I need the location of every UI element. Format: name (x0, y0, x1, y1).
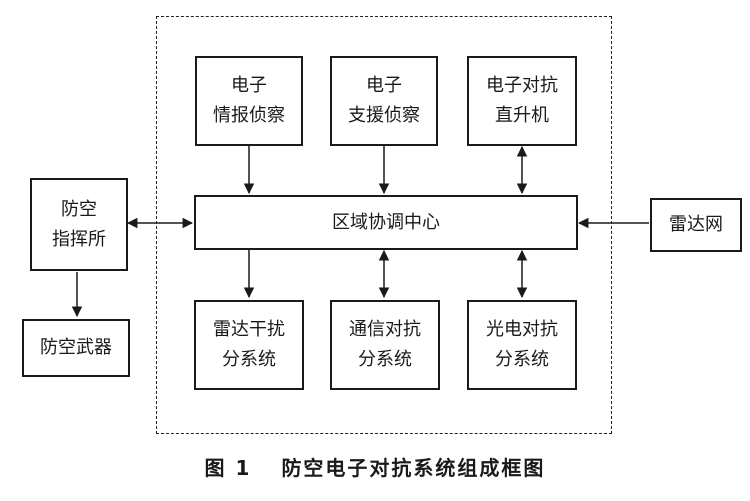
node-label-line: 防空武器 (40, 337, 112, 358)
node-label-line: 雷达干扰 (213, 319, 285, 340)
figure-caption: 图 1 防空电子对抗系统组成框图 (0, 452, 750, 481)
node-coord-center: 区域协调中心 (194, 195, 578, 250)
node-label-line: 分系统 (495, 349, 549, 370)
node-label-line: 指挥所 (52, 228, 106, 250)
node-label-line: 电子 (231, 75, 267, 96)
node-label-line: 雷达网 (669, 214, 723, 235)
node-radar-net: 雷达网 (650, 198, 742, 252)
node-label-line: 情报侦察 (213, 105, 285, 126)
node-label-line: 直升机 (495, 105, 549, 126)
node-air-cmd: 防空 指挥所 (30, 178, 128, 271)
node-label-line: 光电对抗 (486, 319, 558, 340)
node-ecm-heli: 电子对抗 直升机 (467, 56, 577, 146)
node-label-line: 分系统 (222, 349, 276, 370)
node-elec-support: 电子 支援侦察 (330, 56, 438, 146)
node-label-line: 支援侦察 (348, 105, 420, 126)
figure-number: 图 1 (204, 456, 252, 480)
node-label-line: 电子对抗 (486, 75, 558, 96)
node-comm-counter: 通信对抗 分系统 (330, 300, 440, 390)
node-label-line: 分系统 (358, 349, 412, 370)
node-eo-counter: 光电对抗 分系统 (467, 300, 577, 390)
node-elec-intel: 电子 情报侦察 (195, 56, 303, 146)
node-radar-jam: 雷达干扰 分系统 (194, 300, 304, 390)
system-boundary (156, 16, 612, 434)
node-label-line: 电子 (366, 75, 402, 96)
node-label-line: 区域协调中心 (332, 211, 440, 233)
node-label-line: 防空 (61, 198, 97, 220)
figure-title: 防空电子对抗系统组成框图 (281, 456, 546, 480)
node-air-weapons: 防空武器 (22, 319, 130, 377)
node-label-line: 通信对抗 (349, 319, 421, 340)
